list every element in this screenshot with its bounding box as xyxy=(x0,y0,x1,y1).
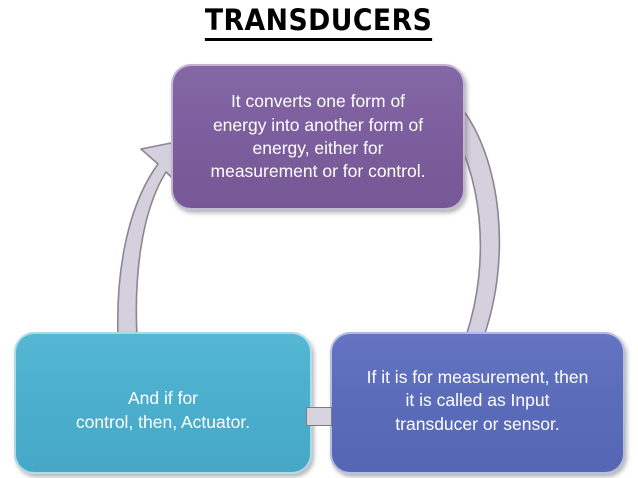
connector-block-bottom-icon xyxy=(306,407,332,426)
node-definition[interactable]: It converts one form of energy into anot… xyxy=(171,64,465,210)
title-container: TRANSDUCERS xyxy=(0,6,638,41)
node-actuator-text: And if for control, then, Actuator. xyxy=(75,388,251,432)
node-input-transducer[interactable]: If it is for measurement, then it is cal… xyxy=(330,332,625,474)
node-definition-text: It converts one form of energy into anot… xyxy=(210,91,426,182)
node-input-transducer-text: If it is for measurement, then it is cal… xyxy=(366,367,589,434)
node-actuator[interactable]: And if for control, then, Actuator. xyxy=(14,332,312,474)
page-title: TRANSDUCERS xyxy=(205,6,433,41)
